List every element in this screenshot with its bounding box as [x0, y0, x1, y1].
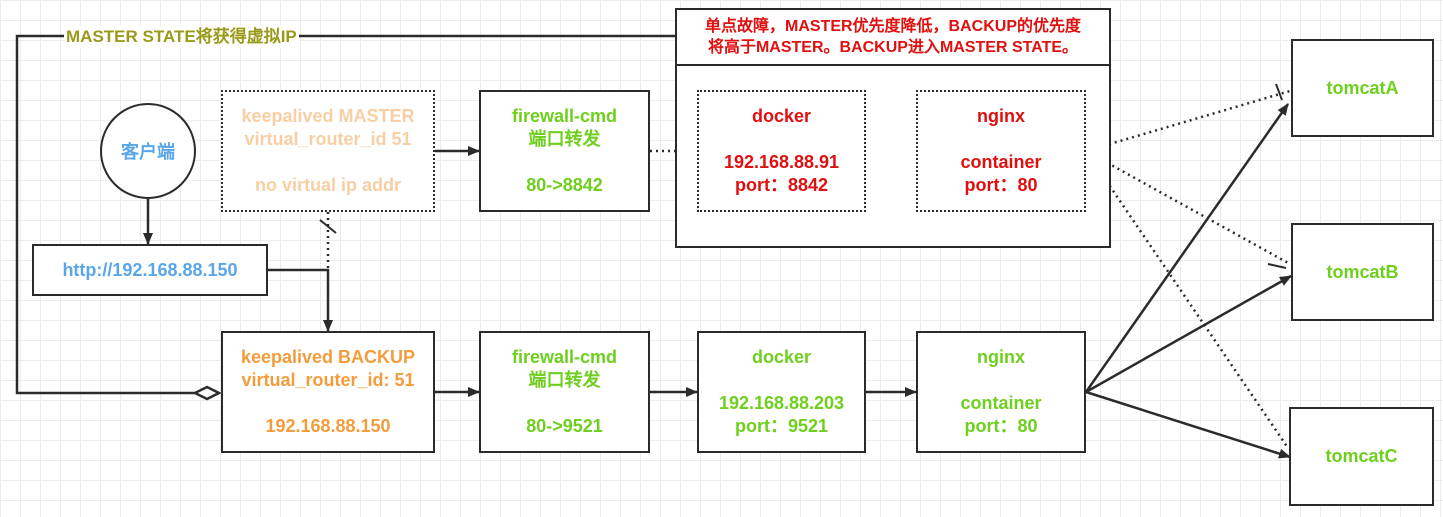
firewall-master-subtitle: 端口转发	[528, 129, 601, 149]
docker-backup-title: docker	[751, 347, 812, 367]
docker-backup-port: port：9521	[734, 416, 829, 436]
nginx-master-port: port：80	[964, 175, 1038, 195]
firewall-master-box: firewall-cmd 端口转发 80->8842	[479, 90, 650, 212]
nginx-backup-title: nginx	[977, 347, 1025, 367]
master-nginx-to-tomcatA-dotted	[1085, 89, 1291, 153]
client-node: 客户端	[100, 103, 196, 199]
master-nginx-to-tomcatC-dotted	[1084, 150, 1290, 449]
keepalived-master-router-id: virtual_router_id 51	[244, 129, 412, 149]
aggregation-diamond	[192, 385, 222, 401]
docker-backup-ip: 192.168.88.203	[718, 393, 845, 413]
tomcatA-label: tomcatA	[1326, 77, 1399, 98]
keepalived-backup-router-id: virtual_router_id: 51	[241, 370, 415, 390]
master-state-loop-line	[15, 34, 675, 395]
tomcatA-box: tomcatA	[1291, 39, 1434, 137]
tomcatC-box: tomcatC	[1289, 407, 1434, 506]
break-mark-tomcatA	[1275, 83, 1283, 101]
master-state-label: MASTER STATE将获得虚拟IP	[64, 26, 299, 48]
firewall-master-port: 80->8842	[526, 175, 603, 195]
nginx-master-title: nginx	[977, 106, 1025, 126]
keepalived-master-vip: no virtual ip addr	[254, 175, 401, 195]
docker-master-port: port：8842	[734, 175, 829, 195]
keepalived-master-box: keepalived MASTER virtual_router_id 51 n…	[221, 90, 435, 212]
nginx-backup-container: container	[960, 393, 1042, 413]
url-text: http://192.168.88.150	[62, 259, 238, 280]
docker-backup-box: docker 192.168.88.203 port：9521	[697, 331, 866, 453]
nginx-backup-box: nginx container port：80	[916, 331, 1086, 453]
backup-nginx-to-tomcatB-arrow	[1085, 274, 1292, 394]
keepalived-backup-title: keepalived BACKUP	[240, 347, 416, 367]
keepalived-master-title: keepalived MASTER	[241, 106, 415, 126]
backup-nginx-to-tomcatC-arrow	[1085, 390, 1291, 459]
docker-master-box: docker 192.168.88.91 port：8842	[697, 90, 866, 212]
nginx-master-container: container	[960, 152, 1042, 172]
url-box: http://192.168.88.150	[32, 244, 268, 296]
docker-master-title: docker	[751, 106, 812, 126]
failure-note: 单点故障，MASTER优先度降低，BACKUP的优先度 将高于MASTER。BA…	[675, 8, 1111, 66]
tomcatB-box: tomcatB	[1291, 223, 1434, 321]
firewall-backup-title: firewall-cmd	[511, 347, 618, 367]
failure-note-line2: 将高于MASTER。BACKUP进入MASTER STATE。	[707, 39, 1079, 56]
firewall-backup-subtitle: 端口转发	[528, 370, 601, 390]
docker-master-ip: 192.168.88.91	[723, 152, 840, 172]
firewall-master-title: firewall-cmd	[511, 106, 618, 126]
keepalived-backup-vip: 192.168.88.150	[265, 416, 391, 436]
break-mark-keepalived	[319, 219, 337, 234]
nginx-backup-port: port：80	[964, 416, 1038, 436]
url-to-backup-arrow	[268, 268, 333, 332]
tomcatB-label: tomcatB	[1326, 261, 1399, 282]
firewall-backup-port: 80->9521	[526, 416, 603, 436]
backup-nginx-to-tomcatA-arrow	[1084, 103, 1290, 393]
firewall-backup-box: firewall-cmd 端口转发 80->9521	[479, 331, 650, 453]
tomcatC-label: tomcatC	[1325, 446, 1398, 466]
keepalived-backup-box: keepalived BACKUP virtual_router_id: 51 …	[221, 331, 435, 453]
failure-note-line1: 单点故障，MASTER优先度降低，BACKUP的优先度	[704, 18, 1081, 35]
break-mark-tomcatB	[1267, 263, 1287, 269]
client-label: 客户端	[121, 142, 175, 162]
nginx-master-box: nginx container port：80	[916, 90, 1086, 212]
